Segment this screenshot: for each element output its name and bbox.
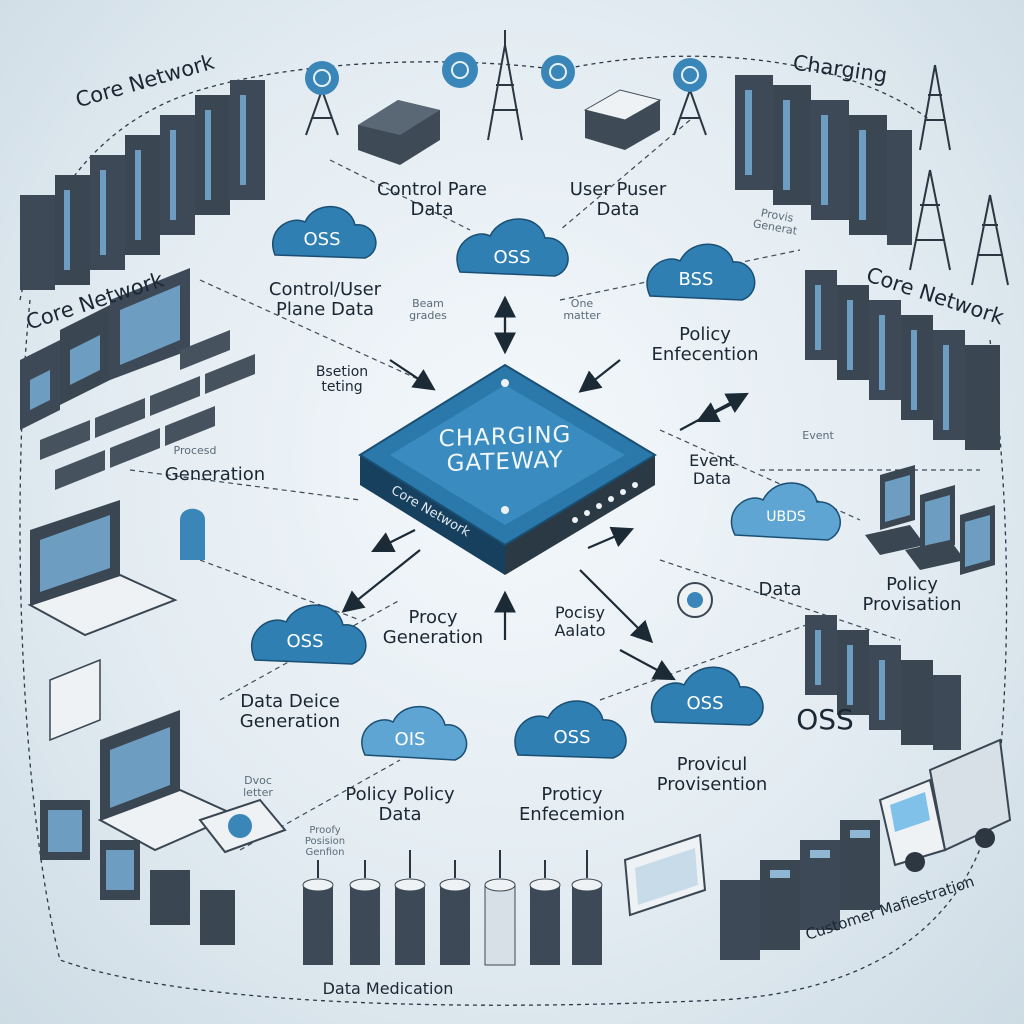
cloud-label-oss-bottom-right: OSS: [686, 693, 724, 714]
label-generation-left: Generation: [164, 464, 266, 485]
cloud-label-oss-mid-left: OSS: [286, 631, 324, 652]
truck-icon: [878, 738, 1012, 872]
label-procy-generation: Procy Generation: [382, 607, 484, 648]
small-label-dvoc-letter: Dvoc letter: [243, 774, 273, 800]
label-provicul-provisention: Provicul Provisention: [656, 754, 768, 795]
label-oss-bottom-right-text: OSS: [796, 703, 854, 736]
arrow-right-mid: [579, 569, 654, 644]
arrow-left-mid: [341, 549, 421, 613]
cell-tower-icon: [305, 30, 1009, 286]
label-user-puser-data: User Puser Data: [569, 179, 667, 220]
label-data-device-generation: Data Deice Generation: [239, 691, 341, 732]
arrow-bl-out: [371, 529, 416, 552]
label-area-data: Data: [758, 579, 802, 600]
arrow-policy-2: [679, 392, 749, 431]
cloud-oss-bottom-center: [514, 700, 627, 759]
device-cluster-bottom-left: [40, 800, 235, 945]
gateway-title-line2: GATEWAY: [446, 447, 564, 478]
arrow-left-in: [389, 359, 436, 391]
label-proticy-enfecemion: Proticy Enfecemion: [518, 784, 626, 825]
charging-gateway-device: [358, 363, 657, 575]
laptop-icon: [27, 500, 238, 852]
server-rack-bottom-right: [720, 820, 880, 960]
small-label-procesd: Procesd: [173, 444, 217, 457]
small-label-proofy-posision: Proofy Posision Genfion: [304, 825, 346, 858]
cloud-shapes: [250, 205, 841, 761]
storage-cylinders: [302, 850, 603, 966]
small-label-event: Event: [802, 429, 834, 442]
arrow-br-out: [587, 526, 635, 550]
server-rack-top-right: [735, 75, 912, 245]
small-label-beam-grades: Beam grades: [409, 297, 447, 323]
label-control-user-plane-data: Control/User Plane Data: [268, 279, 382, 320]
flow-arrows: [341, 295, 749, 681]
cloud-label-oss-bottom-center: OSS: [553, 727, 591, 748]
cloud-oss-top-center: [456, 218, 569, 277]
label-session-testing: Bsetion teting: [315, 364, 369, 396]
server-rack-lower-right: [805, 615, 961, 750]
small-label-one-matter: One matter: [563, 297, 601, 323]
label-control-plane-data: Control Pare Data: [377, 179, 487, 220]
server-rack-right: [805, 270, 1000, 450]
label-policy-policy-data: Policy Policy Data: [345, 784, 455, 825]
monitor-cluster-right: [865, 465, 995, 575]
cloud-oss-bottom-right: [650, 666, 764, 726]
label-policy-enforcement-right: Policy Enfecention: [651, 324, 759, 365]
cloud-oss-top-left: [272, 205, 377, 259]
arrow-right-in: [578, 359, 621, 393]
server-screens-left: [20, 268, 190, 430]
router-box-icon: [358, 89, 662, 165]
label-data-medication: Data Medication: [322, 979, 454, 998]
label-pocisy-aalato: Pocisy Aalato: [554, 603, 606, 640]
cloud-ubds-right: [730, 482, 841, 541]
gateway-title: CHARGING GATEWAY: [439, 422, 572, 478]
cloud-label-ois-bottom-left: OIS: [394, 729, 426, 750]
cloud-label-oss-top-left: OSS: [303, 229, 341, 250]
globe-icon: [305, 52, 707, 95]
cloud-oss-mid-left: [250, 604, 367, 665]
arrow-to-oss-br: [619, 649, 676, 681]
label-event-data: Event Data: [689, 451, 735, 488]
server-rack-top-left: [20, 80, 265, 290]
label-policy-provisation: Policy Provisation: [862, 574, 962, 615]
cloud-label-oss-top-center: OSS: [493, 247, 531, 268]
keyboard-grid-icon: [40, 330, 255, 490]
cloud-label-bss-top-right: BSS: [678, 269, 714, 290]
cloud-label-ubds: UBDS: [766, 509, 806, 525]
cloud-ois-bottom-left: [361, 705, 468, 761]
misc-devices: [49, 508, 713, 917]
cloud-bss-top-right: [646, 243, 756, 301]
